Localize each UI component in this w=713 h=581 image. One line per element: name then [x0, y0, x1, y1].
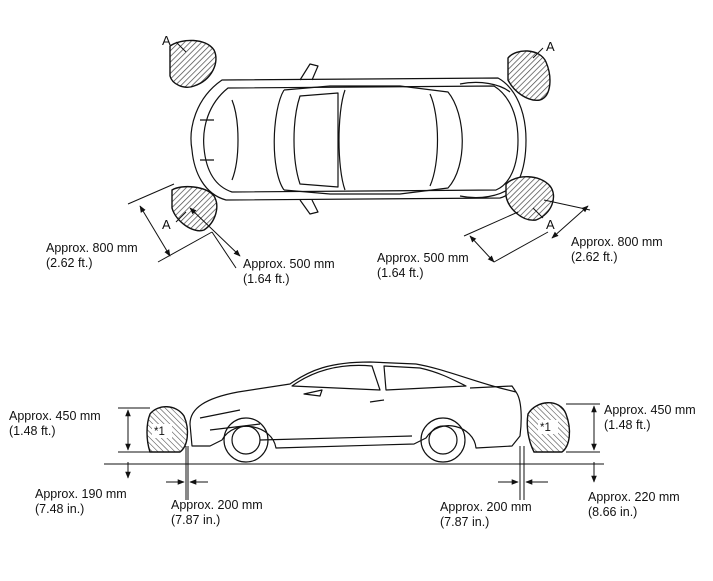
label-line: Approx. 220 mm [588, 490, 680, 504]
zone-rear-right-bottom [505, 176, 555, 221]
rear-zone-marker: *1 [540, 422, 551, 434]
label-front-right-front: Approx. 500 mm (1.64 ft.) [377, 251, 469, 281]
label-line: Approx. 200 mm [171, 498, 263, 512]
label-line: Approx. 800 mm [571, 235, 663, 249]
label-line: Approx. 450 mm [9, 409, 101, 423]
zone-rear-right-top [507, 50, 551, 101]
top-view-leaders [175, 41, 544, 223]
label-line: (2.62 ft.) [46, 256, 93, 270]
label-line: (7.48 in.) [35, 502, 85, 516]
zone-front-left-top [169, 39, 217, 88]
top-view-car [190, 63, 527, 215]
label-front-left-front: Approx. 500 mm (1.64 ft.) [243, 257, 335, 287]
label-front-right-side: Approx. 800 mm (2.62 ft.) [571, 235, 663, 265]
zone-marker-a-rear-right-bottom: A [546, 217, 555, 232]
label-line: Approx. 190 mm [35, 487, 127, 501]
label-line: (1.64 ft.) [377, 266, 424, 280]
side-zone-labels: *1 *1 [152, 420, 558, 438]
label-front-distance: Approx. 200 mm (7.87 in.) [171, 498, 263, 528]
label-rear-height: Approx. 450 mm (1.48 ft.) [604, 403, 696, 433]
label-line: (2.62 ft.) [571, 250, 618, 264]
label-rear-distance: Approx. 200 mm (7.87 in.) [440, 500, 532, 530]
zone-marker-a-rear-right-top: A [546, 39, 555, 54]
label-front-height: Approx. 450 mm (1.48 ft.) [9, 409, 101, 439]
label-front-ground: Approx. 190 mm (7.48 in.) [35, 487, 127, 517]
label-line: Approx. 500 mm [243, 257, 335, 271]
label-line: Approx. 450 mm [604, 403, 696, 417]
label-line: (1.48 ft.) [9, 424, 56, 438]
label-front-left-side: Approx. 800 mm (2.62 ft.) [46, 241, 138, 271]
front-zone-marker: *1 [154, 426, 165, 438]
label-line: Approx. 500 mm [377, 251, 469, 265]
zone-marker-a-front-left-top: A [162, 33, 171, 48]
label-line: (7.87 in.) [440, 515, 490, 529]
zone-marker-a-front-left-bottom: A [162, 217, 171, 232]
label-line: (1.64 ft.) [243, 272, 290, 286]
label-line: (7.87 in.) [171, 513, 221, 527]
side-view-dimensions [118, 403, 600, 500]
zone-front-left-bottom [171, 185, 218, 232]
side-view-car [189, 361, 522, 463]
label-line: Approx. 200 mm [440, 500, 532, 514]
label-rear-ground: Approx. 220 mm (8.66 in.) [588, 490, 680, 520]
top-view-dimensions [127, 183, 591, 269]
label-line: (8.66 in.) [588, 505, 638, 519]
label-line: Approx. 800 mm [46, 241, 138, 255]
label-line: (1.48 ft.) [604, 418, 651, 432]
